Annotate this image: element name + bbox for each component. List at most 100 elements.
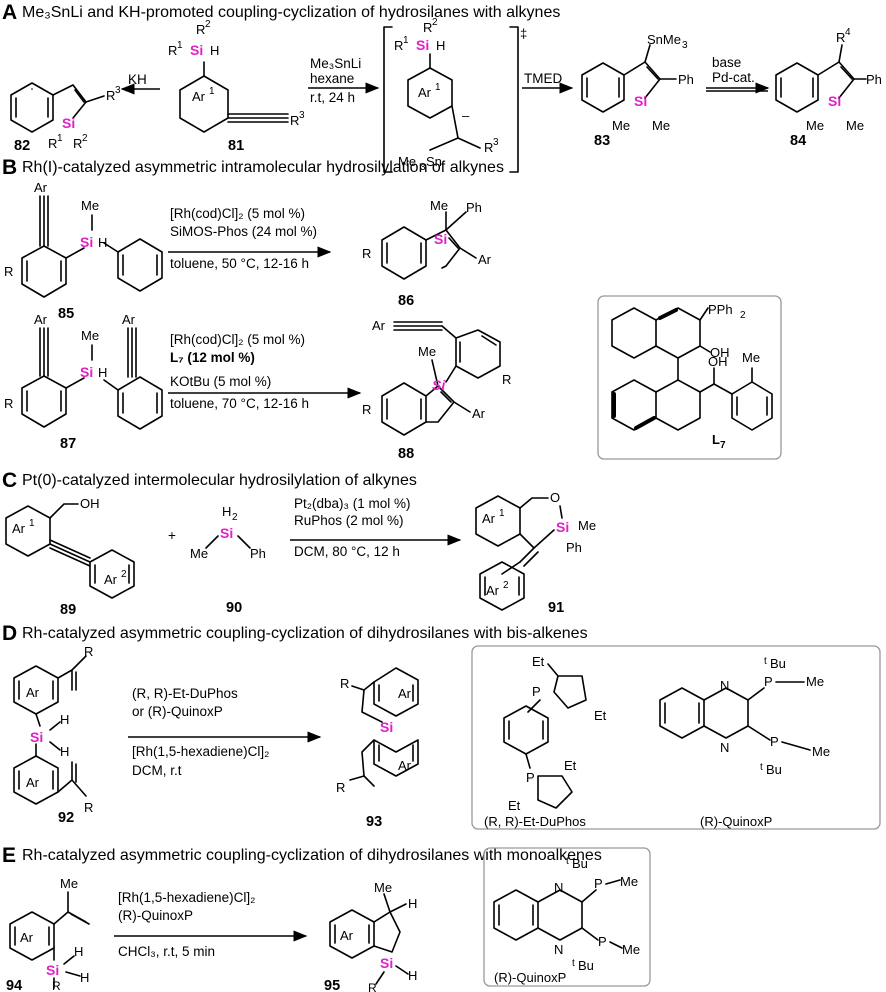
svg-text:Pt(0)-catalyzed intermolecular: Pt(0)-catalyzed intermolecular hydrosily… (22, 472, 417, 489)
svg-text:‡: ‡ (520, 26, 527, 41)
svg-text:Si: Si (380, 955, 393, 971)
svg-text:Ar: Ar (340, 928, 354, 943)
svg-text:(R, R)-Et-DuPhos: (R, R)-Et-DuPhos (132, 686, 238, 701)
quinoxp-structure-e: N N P Me t Bu P Me t Bu (493, 856, 640, 973)
svg-text:Me: Me (620, 874, 638, 889)
svg-text:H: H (74, 944, 83, 959)
svg-text:SiMOS-Phos (24 mol %): SiMOS-Phos (24 mol %) (170, 224, 317, 239)
svg-text:Ar: Ar (472, 406, 486, 421)
svg-text:R: R (48, 136, 57, 151)
svg-text:93: 93 (366, 814, 382, 830)
svg-text:Et: Et (594, 708, 607, 723)
svg-text:2: 2 (432, 17, 438, 28)
svg-text:Et: Et (564, 758, 577, 773)
svg-text:–: – (462, 108, 470, 123)
svg-text:94: 94 (6, 978, 22, 992)
section-a-title: Me₃SnLi and KH-promoted coupling-cycliza… (22, 4, 560, 21)
svg-text:2: 2 (121, 569, 127, 580)
svg-text:R: R (84, 800, 93, 815)
compound-94-structure: Ar Me Si H H R (9, 876, 90, 992)
compound-84-structure: Si R 4 Ph Me Me (775, 27, 882, 133)
svg-text:Ar: Ar (122, 312, 136, 327)
svg-text:t: t (764, 656, 767, 667)
compound-91-structure: O Si Me Ph Ar 1 Ar 2 (475, 490, 596, 611)
svg-text:1: 1 (177, 40, 183, 51)
svg-text:H: H (60, 712, 69, 727)
svg-text:Ph: Ph (250, 546, 266, 561)
ligand-box-d (471, 645, 881, 830)
svg-text:R: R (4, 264, 13, 279)
ligand-l7-structure: PPh 2 OH OH Me L 7 (611, 302, 773, 451)
svg-text:1: 1 (403, 35, 409, 46)
svg-text:OH: OH (708, 354, 728, 369)
svg-text:C: C (2, 469, 17, 492)
quinoxp-label-e: (R)-QuinoxP (494, 970, 566, 985)
compound-82-label: 82 (14, 138, 30, 154)
et-duphos-structure: Et Et P P Et Et (503, 654, 607, 813)
svg-text:RuPhos (2 mol %): RuPhos (2 mol %) (294, 513, 404, 528)
svg-text:R: R (73, 136, 82, 151)
svg-text:[Rh(1,5-hexadiene)Cl]₂: [Rh(1,5-hexadiene)Cl]₂ (132, 744, 269, 759)
svg-text:SnMe: SnMe (647, 32, 681, 47)
svg-text:Me: Me (806, 118, 824, 133)
svg-text:H: H (98, 365, 107, 380)
svg-text:Si: Si (434, 231, 447, 247)
svg-text:toluene, 50 °C, 12-16 h: toluene, 50 °C, 12-16 h (170, 256, 309, 271)
svg-text:88: 88 (398, 446, 414, 462)
svg-text:Si: Si (190, 42, 203, 58)
svg-text:Me: Me (430, 198, 448, 213)
svg-text:H: H (210, 43, 219, 58)
svg-text:R: R (290, 113, 299, 128)
section-e: E Rh-catalyzed asymmetric coupling-cycli… (2, 844, 651, 992)
svg-text:R: R (168, 43, 177, 58)
compound-84-label: 84 (790, 133, 806, 149)
svg-text:R: R (394, 38, 403, 53)
svg-text:2: 2 (740, 310, 746, 321)
svg-text:Si: Si (634, 93, 647, 109)
svg-text:P: P (598, 934, 607, 949)
svg-text:Si: Si (432, 377, 446, 393)
svg-text:P: P (770, 734, 779, 749)
svg-text:N: N (720, 678, 729, 693)
svg-text:Ar: Ar (398, 686, 412, 701)
ligand-l7-box (597, 295, 782, 460)
svg-text:Me: Me (612, 118, 630, 133)
svg-text:[Rh(1,5-hexadiene)Cl]₂: [Rh(1,5-hexadiene)Cl]₂ (118, 890, 255, 905)
svg-text:Ph: Ph (678, 72, 694, 87)
svg-text:2: 2 (503, 580, 509, 591)
svg-text:Si: Si (80, 234, 93, 250)
svg-text:hexane: hexane (310, 71, 354, 86)
svg-text:Et: Et (508, 798, 521, 813)
svg-text:L₇ (12 mol %): L₇ (12 mol %) (170, 350, 255, 365)
svg-text:3: 3 (420, 162, 426, 173)
svg-text:Me: Me (742, 350, 760, 365)
svg-text:R: R (106, 88, 115, 103)
svg-text:Ph: Ph (466, 200, 482, 215)
svg-text:3: 3 (115, 85, 121, 96)
svg-text:Me: Me (622, 942, 640, 957)
svg-text:N: N (554, 942, 563, 957)
svg-text:or (R)-QuinoxP: or (R)-QuinoxP (132, 704, 223, 719)
svg-text:H: H (408, 896, 417, 911)
quinoxp-label-d: (R)-QuinoxP (700, 814, 772, 829)
et-duphos-label: (R, R)-Et-DuPhos (484, 814, 586, 829)
svg-text:Ar: Ar (26, 685, 40, 700)
svg-text:2: 2 (82, 133, 88, 144)
svg-text:Ar: Ar (34, 180, 48, 195)
svg-text:92: 92 (58, 810, 74, 826)
svg-text:Ar: Ar (398, 758, 412, 773)
svg-text:Ar: Ar (192, 89, 206, 104)
svg-text:[Rh(cod)Cl]₂ (5 mol %): [Rh(cod)Cl]₂ (5 mol %) (170, 206, 305, 221)
svg-text:Me: Me (60, 876, 78, 891)
silicon-atom: Si (62, 115, 75, 131)
svg-text:Me: Me (578, 518, 596, 533)
svg-text:86: 86 (398, 293, 414, 309)
svg-text:1: 1 (29, 518, 35, 529)
svg-text:Pt₂(dba)₃ (1 mol %): Pt₂(dba)₃ (1 mol %) (294, 496, 411, 511)
section-a: A Me₃SnLi and KH-promoted coupling-cycli… (2, 1, 882, 173)
svg-text:4: 4 (845, 27, 851, 38)
compound-92-structure: Ar R Si H H Ar R (13, 644, 93, 815)
svg-text:[Rh(cod)Cl]₂ (5 mol %): [Rh(cod)Cl]₂ (5 mol %) (170, 332, 305, 347)
compound-86-structure: Me Ph Si Ar R (362, 198, 492, 280)
